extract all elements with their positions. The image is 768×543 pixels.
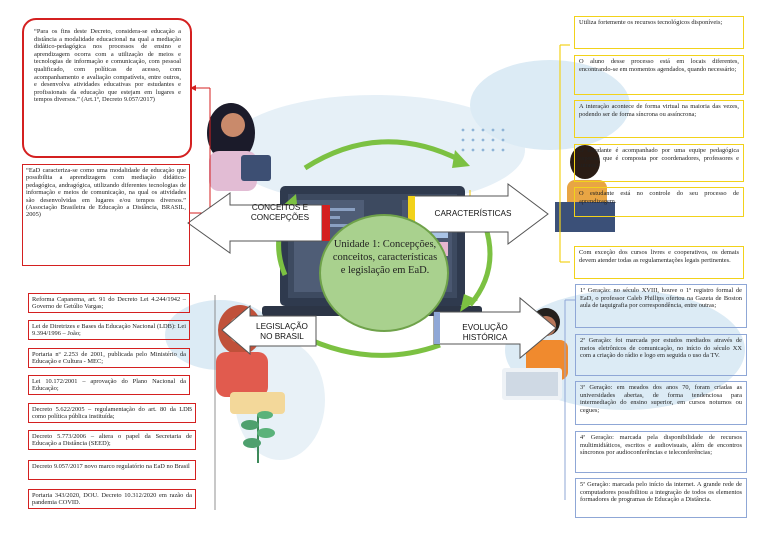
arrow-label-evolucao: EVOLUÇÃO HISTÓRICA (462, 323, 508, 342)
central-topic-title: Unidade 1: Concepções, conceitos, caract… (332, 239, 438, 276)
conceitos-definition-abed: “EaD caracteriza-se como uma modalidade … (22, 164, 190, 266)
person-illustration (207, 103, 271, 191)
evolucao-generation: 1ª Geração: no século XVIII, houve o 1º … (575, 284, 747, 328)
caracteristica-item: O estudante é acompanhado por uma equipe… (574, 144, 744, 182)
arrow-label-conceitos: CONCEITOS E CONCEPÇÕES (250, 203, 310, 222)
legislacao-item: Portaria nº 2.253 de 2001, publicada pel… (28, 348, 190, 368)
evolucao-generation: 4ª Geração: marcada pela disponibilidade… (575, 431, 747, 473)
arrow-label-legislacao: LEGISLAÇÃO NO BRASIL (256, 322, 308, 341)
caracteristica-item: O estudante está no controle do seu proc… (574, 187, 744, 217)
evolucao-generation: 2ª Geração: foi marcada por estudos medi… (575, 334, 747, 376)
person-illustration (555, 145, 615, 232)
legislacao-item: Portaria 343/2020, DOU. Decreto 10.312/2… (28, 489, 196, 509)
legislacao-item: Decreto 5.622/2005 – regulamentação do a… (28, 403, 196, 423)
conceitos-definition-decreto: “Para os fins deste Decreto, considera-s… (22, 18, 192, 158)
legislacao-item: Lei 10.172/2001 – aprovação do Plano Nac… (28, 375, 190, 395)
legislacao-item: Reforma Capanema, art. 91 do Decreto Lei… (28, 293, 190, 313)
legislacao-item: Decreto 9.057/2017 novo marco regulatóri… (28, 460, 196, 480)
arrow-label-caracteristicas: CARACTERÍSTICAS (434, 209, 512, 218)
evolucao-generation: 5ª Geração: marcada pelo início da inter… (575, 478, 747, 518)
dot-grid-decoration (461, 128, 505, 152)
caracteristica-item: A interação acontece de forma virtual na… (574, 100, 744, 138)
legislacao-item: Lei de Diretrizes e Bases da Educação Na… (28, 320, 190, 340)
plant-illustration (241, 411, 275, 463)
evolucao-generation: 3ª Geração: em meados dos anos 70, foram… (575, 381, 747, 425)
caracteristica-item: Utiliza fortemente os recursos tecnológi… (574, 16, 744, 49)
central-topic-circle (319, 214, 449, 332)
background-blob (470, 60, 630, 150)
caracteristica-item: O aluno desse processo está em locais di… (574, 55, 744, 95)
caracteristica-item: Com exceção dos cursos livres e cooperat… (574, 246, 744, 279)
legislacao-item: Decreto 5.773/2006 – altera o papel da S… (28, 430, 196, 450)
